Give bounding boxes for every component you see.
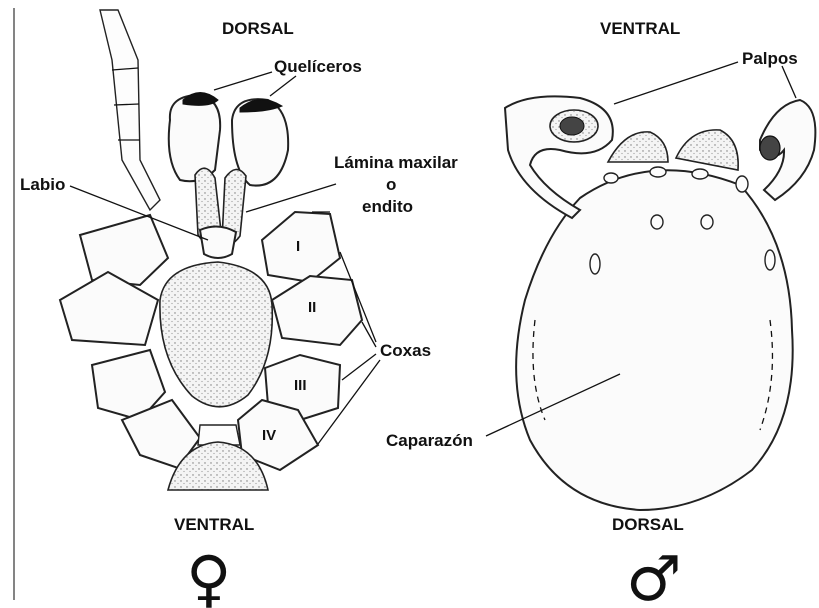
sternum [160, 262, 272, 407]
palps-leader-right [782, 66, 796, 98]
coxa-left-1 [80, 215, 168, 285]
female-view-top-label: DORSAL [222, 19, 294, 38]
female-figure: I II III IV [60, 10, 362, 490]
coxa-numeral-III: III [294, 377, 307, 394]
right-palp-bulb [760, 136, 780, 160]
palps-leader-left [614, 62, 738, 104]
male-view-top-label: VENTRAL [600, 19, 680, 38]
coxa-numeral-IV: IV [262, 427, 276, 444]
eye-7 [590, 254, 600, 274]
eye-6 [701, 215, 713, 229]
male-view-bottom-label: DORSAL [612, 515, 684, 534]
eye-5 [651, 215, 663, 229]
maxilla-label-line3: endito [362, 197, 413, 216]
coxa-I [262, 212, 340, 282]
female-view-bottom-label: VENTRAL [174, 515, 254, 534]
coxae-label: Coxas [380, 341, 431, 360]
maxilla-leader [246, 184, 336, 212]
coxae-leader-3 [342, 354, 376, 380]
maxilla-label-line1: Lámina maxilar [334, 153, 458, 172]
clypeus-lobe-right [676, 130, 738, 170]
coxa-II [272, 276, 362, 345]
chelicerae-leader-2 [270, 76, 296, 96]
left-chelicera [169, 95, 220, 181]
male-symbol: ♂ [626, 542, 682, 608]
chelicerae-leader-1 [214, 72, 272, 90]
carapace-label: Caparazón [386, 431, 473, 450]
eye-4 [736, 176, 748, 192]
labium [200, 226, 236, 258]
female-symbol: ♀ [186, 542, 231, 608]
coxa-numeral-I: I [296, 238, 300, 255]
left-palp-bulb-core [560, 117, 584, 135]
eye-1 [604, 173, 618, 183]
coxa-numeral-II: II [308, 299, 316, 316]
eye-8 [765, 250, 775, 270]
eye-3 [692, 169, 708, 179]
labium-label: Labio [20, 175, 65, 194]
male-figure [505, 96, 815, 510]
maxilla-label-line2: o [386, 175, 396, 194]
palps-label: Palpos [742, 49, 798, 68]
eye-2 [650, 167, 666, 177]
clypeus-lobe-left [608, 132, 668, 162]
chelicerae-label: Quelíceros [274, 57, 362, 76]
left-fang [183, 93, 218, 106]
female-leg-upper [100, 10, 160, 210]
